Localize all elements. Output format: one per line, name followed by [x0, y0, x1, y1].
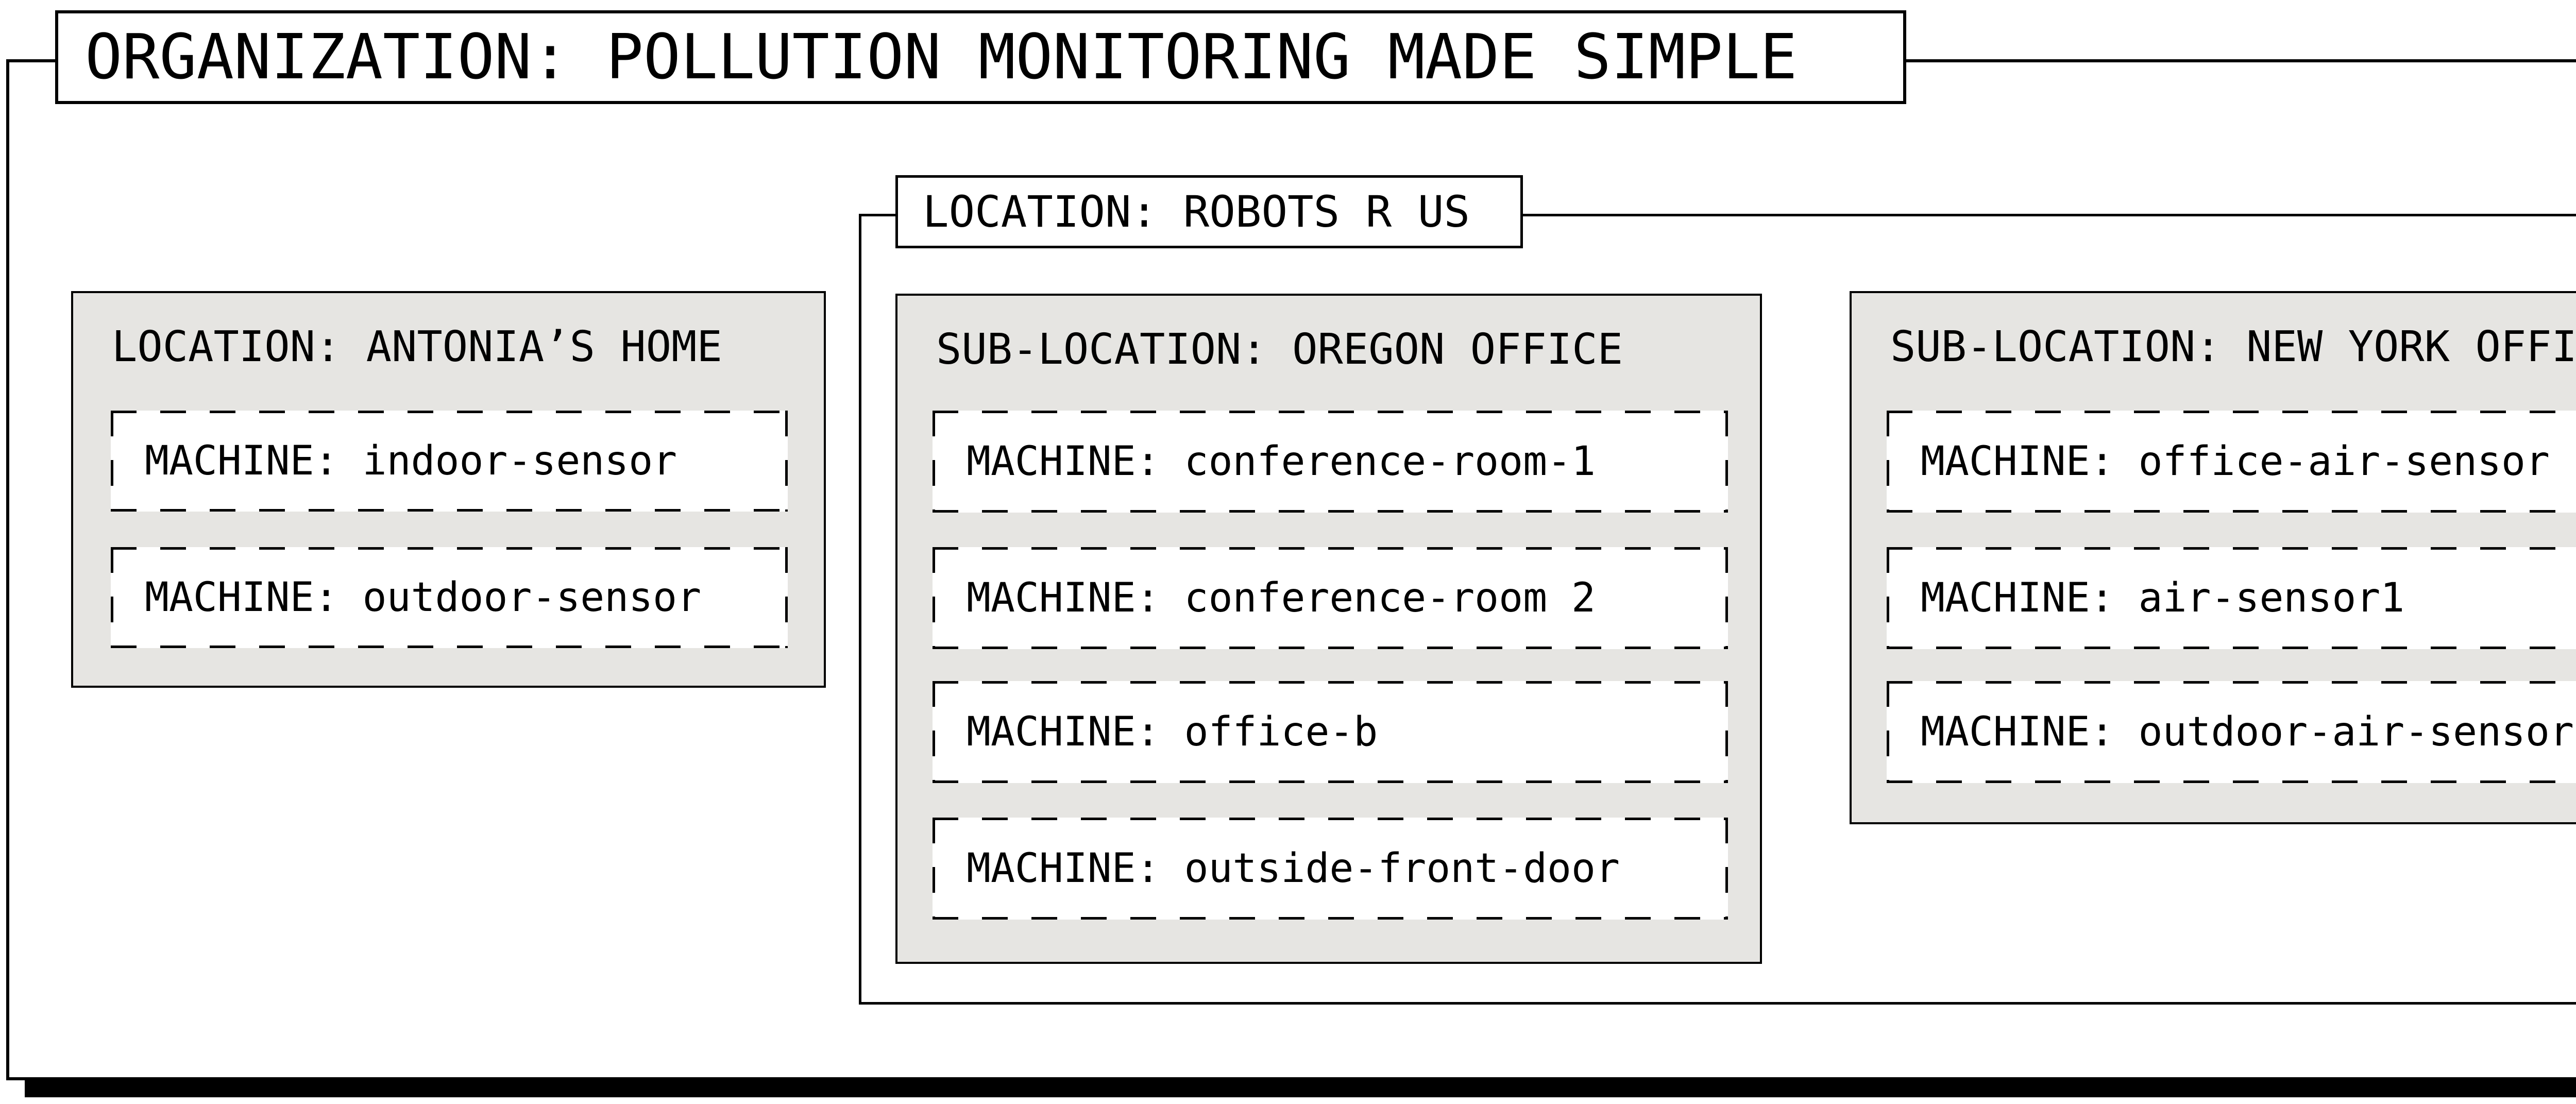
machine-outdoor-sensor: MACHINE: outdoor-sensor	[111, 547, 788, 648]
location-robots-r-us-label: LOCATION: ROBOTS R US	[923, 186, 1470, 237]
machine-conference-room-2: MACHINE: conference-room 2	[933, 547, 1728, 649]
machine-air-sensor1-label: MACHINE: air-sensor1	[1921, 575, 2405, 621]
machine-indoor-sensor-label: MACHINE: indoor-sensor	[145, 438, 677, 484]
location-antonia-home-panel: LOCATION: ANTONIA’S HOME MACHINE: indoor…	[71, 291, 826, 688]
machine-outside-front-door-label: MACHINE: outside-front-door	[967, 845, 1620, 892]
machine-conference-room-1-label: MACHINE: conference-room-1	[967, 438, 1596, 485]
organization-title-box: ORGANIZATION: POLLUTION MONITORING MADE …	[55, 10, 1906, 104]
machine-office-air-sensor: MACHINE: office-air-sensor	[1887, 411, 2576, 513]
machine-outdoor-air-sensor-label: MACHINE: outdoor-air-sensor	[1921, 709, 2574, 755]
machine-outdoor-air-sensor: MACHINE: outdoor-air-sensor	[1887, 681, 2576, 783]
sublocation-oregon-office-label: SUB-LOCATION: OREGON OFFICE	[936, 325, 1623, 374]
machine-office-b-label: MACHINE: office-b	[967, 709, 1378, 755]
location-antonia-home-label: LOCATION: ANTONIA’S HOME	[112, 322, 722, 371]
machine-indoor-sensor: MACHINE: indoor-sensor	[111, 411, 788, 512]
organization-title-label: ORGANIZATION: POLLUTION MONITORING MADE …	[85, 21, 1798, 93]
sublocation-new-york-office-label: SUB-LOCATION: NEW YORK OFFICE	[1890, 322, 2576, 371]
machine-air-sensor1: MACHINE: air-sensor1	[1887, 547, 2576, 649]
sublocation-new-york-office-panel: SUB-LOCATION: NEW YORK OFFICE MACHINE: o…	[1850, 291, 2576, 824]
machine-conference-room-2-label: MACHINE: conference-room 2	[967, 575, 1596, 621]
machine-outdoor-sensor-label: MACHINE: outdoor-sensor	[145, 574, 702, 621]
machine-office-b: MACHINE: office-b	[933, 681, 1728, 783]
machine-office-air-sensor-label: MACHINE: office-air-sensor	[1921, 438, 2550, 485]
machine-outside-front-door: MACHINE: outside-front-door	[933, 818, 1728, 920]
sublocation-oregon-office-panel: SUB-LOCATION: OREGON OFFICE MACHINE: con…	[895, 294, 1762, 964]
machine-conference-room-1: MACHINE: conference-room-1	[933, 411, 1728, 513]
location-robots-r-us-label-box: LOCATION: ROBOTS R US	[895, 175, 1523, 248]
